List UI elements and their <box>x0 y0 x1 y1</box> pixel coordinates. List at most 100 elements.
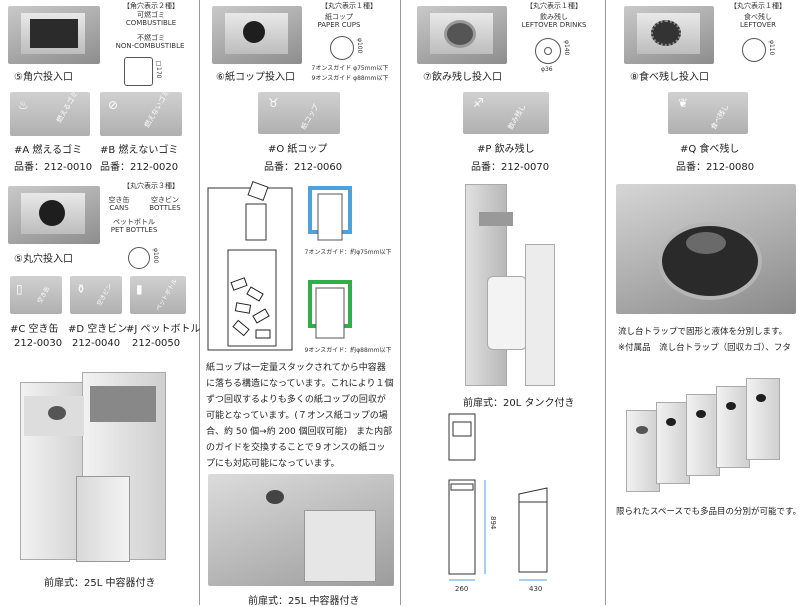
code-a: 品番：212-0010 <box>14 162 93 173</box>
noncombustible-en: NON-COMBUSTIBLE <box>115 42 185 50</box>
tag-q: ❦ 食べ残し <box>668 92 748 134</box>
food-slot-photo <box>624 6 714 64</box>
tag-c: ▯ 空き缶 <box>10 276 62 314</box>
food-note-1: 流し台トラップで固形と液体を分別します。 <box>618 327 788 337</box>
maru-slot-photo <box>8 186 100 244</box>
diagram-9oz-label: 9オンスガイド：約φ88mm以下 <box>304 347 392 354</box>
combustible-jp: 可燃ゴミ <box>137 11 165 19</box>
noncombustible-jp: 不燃ゴミ <box>137 34 165 42</box>
kaku-title: ⑤角穴投入口 <box>14 72 73 83</box>
cup-guide-1: 7オンスガイド φ75mm以下 <box>311 65 389 72</box>
bottle-icon: ⚱ <box>76 282 87 296</box>
pet-jp: ペットボトル <box>113 218 155 226</box>
code-c: 212-0030 <box>14 338 63 349</box>
drinks-inner-dim: φ36 <box>541 66 553 73</box>
tag-b: ⊘ 燃えないゴミ <box>100 89 182 136</box>
label-j: #J ペットボトル <box>126 324 201 335</box>
pet-en: PET BOTTLES <box>110 226 158 234</box>
food-jp: 食べ残し <box>744 13 772 21</box>
tag-p: ♐ 飲み残し <box>463 92 549 134</box>
maru-dim: φ100 <box>152 248 159 264</box>
diagram-7oz-label: 7オンスガイド：約φ75mm以下 <box>304 249 392 256</box>
cups-jp: 紙コップ <box>325 13 353 21</box>
cans-en: CANS <box>109 204 129 212</box>
cup-bin-photo <box>208 474 394 586</box>
code-q: 品番：212-0080 <box>676 162 755 173</box>
cans-jp: 空き缶 <box>108 196 130 204</box>
sink-trap-photo <box>616 184 796 314</box>
kaku-slot-photo <box>8 6 100 64</box>
label-p: #P 飲み残し <box>477 144 535 155</box>
bottles-en: BOTTLES <box>149 204 181 212</box>
cup-shape <box>330 36 354 60</box>
label-q: #Q 食べ残し <box>680 144 740 155</box>
cup-title: ⑥紙コップ投入口 <box>216 72 295 83</box>
drink-cup-icon: ♐ <box>473 96 484 110</box>
height-dim: 894 <box>489 516 497 530</box>
food-header: 【丸穴表示１種】 <box>730 2 786 10</box>
food-en: LEFTOVER <box>740 21 776 29</box>
column-food: 【丸穴表示１種】 食べ残し LEFTOVER φ110 ⑧食べ残し投入口 ❦ 食… <box>606 0 800 605</box>
maru-header: 【丸穴表示３種】 <box>123 182 179 190</box>
maru-title: ⑤丸穴投入口 <box>14 254 73 265</box>
tag-a: ♨ 燃えるゴミ <box>10 90 90 136</box>
column-divider-3 <box>605 0 606 605</box>
label-o: #O 紙コップ <box>268 144 328 155</box>
column-kaku-maru: 【角穴表示２種】 可燃ゴミ COMBUSTIBLE 不燃ゴミ NON-COMBU… <box>0 0 201 605</box>
flame-icon: ♨ <box>18 98 29 112</box>
kaku-maru-caption: 前扉式：25L 中容器付き <box>44 578 156 589</box>
combustible-en: COMBUSTIBLE <box>125 19 177 27</box>
column-divider-2 <box>400 0 401 605</box>
label-d: #D 空きビン <box>68 324 128 335</box>
food-shape <box>742 38 766 62</box>
no-flame-icon: ⊘ <box>108 98 119 112</box>
dimension-drawing <box>448 413 548 581</box>
bottles-jp: 空きビン <box>151 196 179 204</box>
tag-j: ▮ ペットボトル <box>130 276 186 314</box>
cup-header: 【丸穴表示１種】 <box>321 2 377 10</box>
leaf-icon: ❦ <box>678 96 689 110</box>
code-d: 212-0040 <box>72 338 121 349</box>
kaku-shape <box>124 57 153 86</box>
cup-paragraph: 紙コップは一定量スタックされてから中容器に落ちる構造になっています。これにより１… <box>206 363 394 469</box>
drinks-outer-dim: φ140 <box>563 40 570 56</box>
code-b: 品番：212-0020 <box>100 162 179 173</box>
drinks-header: 【丸穴表示１種】 <box>526 2 582 10</box>
drinks-bin-photo <box>465 184 555 390</box>
food-note-2: ※付属品 流し台トラップ（回収カゴ）、フタ <box>618 343 791 353</box>
multi-bin-photo <box>620 372 796 492</box>
cup-guide-2: 9オンスガイド φ88mm以下 <box>311 75 389 82</box>
multi-bin-caption: 限られたスペースでも多品目の分別が可能です。 <box>616 507 800 517</box>
drinks-outer-shape <box>535 38 561 64</box>
label-c: #C 空き缶 <box>10 324 59 335</box>
kaku-header: 【角穴表示２種】 <box>123 2 179 10</box>
label-b: #B 燃えないゴミ <box>100 145 179 156</box>
code-o: 品番：212-0060 <box>264 162 343 173</box>
drinks-inner-shape <box>544 47 552 55</box>
tag-o: ♉ 紙コップ <box>258 92 340 134</box>
cup-dim: φ100 <box>356 38 363 54</box>
drinks-en: LEFTOVER DRINKS <box>521 21 587 29</box>
column-divider-1 <box>199 0 200 605</box>
food-title: ⑧食べ残し投入口 <box>630 72 709 83</box>
cup-stack-diagram <box>207 181 352 351</box>
cup-slot-photo <box>212 6 302 64</box>
label-a: #A 燃えるゴミ <box>14 145 83 156</box>
kaku-dim: □170 <box>155 60 162 79</box>
food-dim: φ110 <box>768 40 775 56</box>
pet-bottle-icon: ▮ <box>136 282 143 296</box>
depth-dim: 430 <box>529 585 543 593</box>
column-drinks: 【丸穴表示１種】 飲み残し LEFTOVER DRINKS φ140 φ36 ⑦… <box>401 0 605 605</box>
code-j: 212-0050 <box>132 338 181 349</box>
drinks-title: ⑦飲み残し投入口 <box>423 72 502 83</box>
column-paper-cup: 【丸穴表示１種】 紙コップ PAPER CUPS φ100 7オンスガイド φ7… <box>200 0 400 607</box>
cup-caption: 前扉式：25L 中容器付き <box>248 596 360 607</box>
paper-cup-icon: ♉ <box>268 96 279 110</box>
drinks-slot-photo <box>417 6 507 64</box>
cups-en: PAPER CUPS <box>317 21 361 29</box>
width-dim: 260 <box>455 585 469 593</box>
kaku-maru-bin-photo <box>20 372 166 568</box>
drinks-jp: 飲み残し <box>540 13 568 21</box>
code-p: 品番：212-0070 <box>471 162 550 173</box>
drinks-caption: 前扉式：20L タンク付き <box>463 398 575 409</box>
